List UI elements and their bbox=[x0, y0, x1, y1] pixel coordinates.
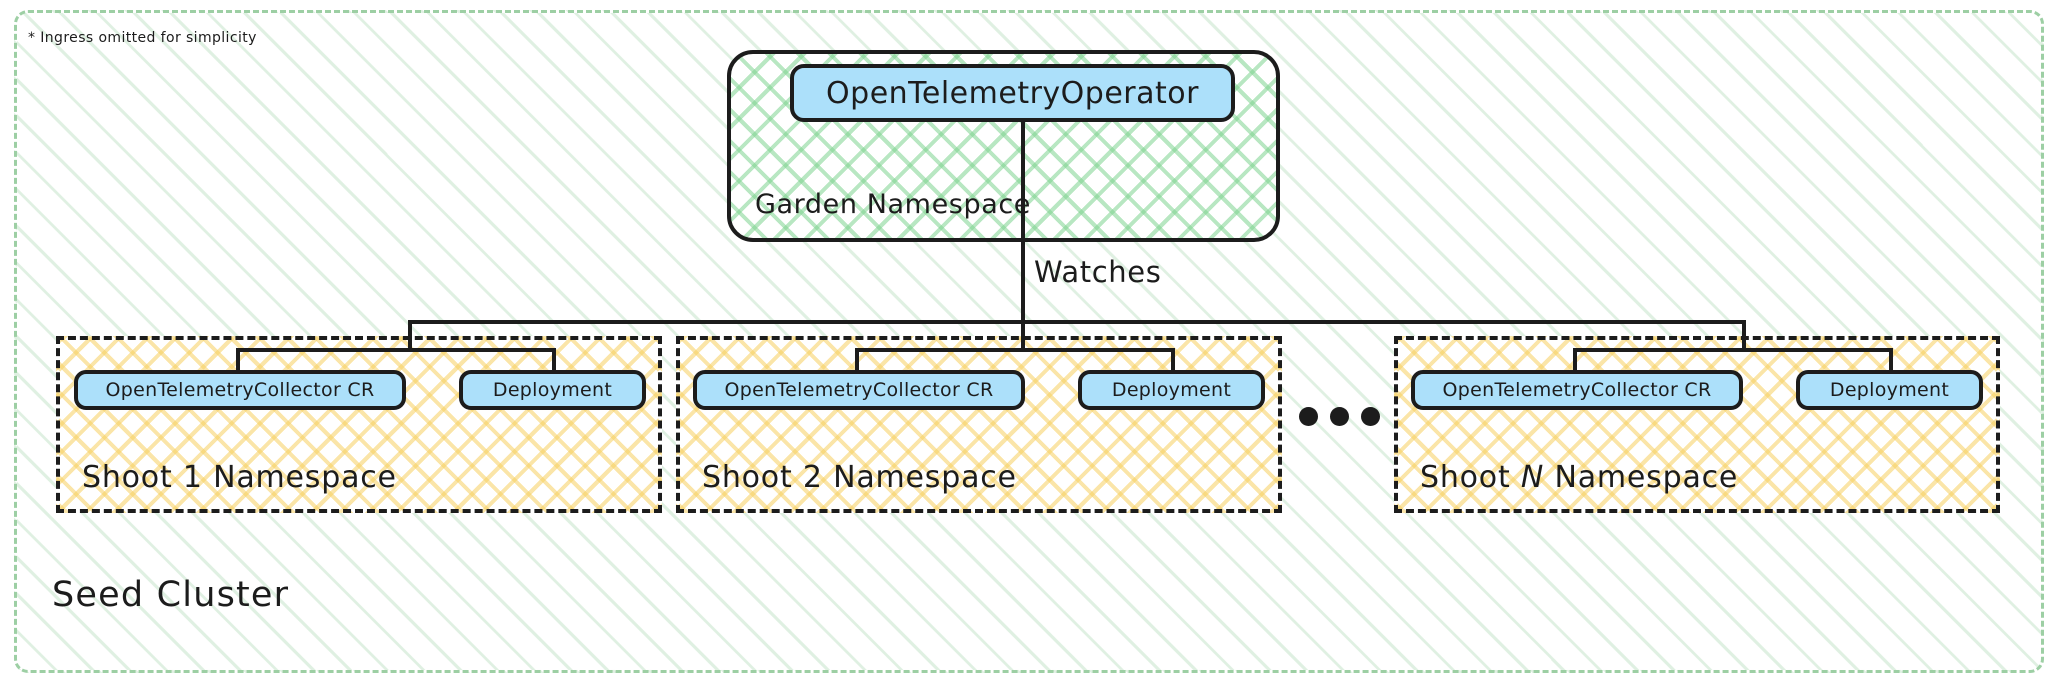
shoot-1-namespace-region: Shoot 1 Namespace bbox=[56, 336, 662, 513]
shoot-n-label-prefix: Shoot bbox=[1420, 460, 1521, 495]
connector-branch-shoot-n-left bbox=[1573, 348, 1577, 374]
ellipsis-dot-2 bbox=[1330, 407, 1349, 426]
connector-operator-trunk bbox=[1021, 122, 1025, 322]
shoot-2-label-index: 2 bbox=[802, 460, 823, 495]
shoot-1-label-index: 1 bbox=[182, 460, 203, 495]
shoot-n-label-suffix: Namespace bbox=[1544, 460, 1739, 495]
shoot-1-node-otel-collector-cr[interactable]: OpenTelemetryCollector CR bbox=[74, 370, 406, 410]
connector-branch-shoot-n bbox=[1573, 348, 1893, 352]
shoot-n-node-deployment[interactable]: Deployment bbox=[1796, 370, 1983, 410]
shoot-1-label-prefix: Shoot bbox=[82, 460, 183, 495]
shoot-1-node-deployment[interactable]: Deployment bbox=[459, 370, 646, 410]
shoot-n-namespace-region: Shoot N Namespace bbox=[1394, 336, 2000, 513]
connector-bus-horizontal bbox=[408, 320, 1746, 324]
connector-branch-shoot-n-right bbox=[1889, 348, 1893, 374]
shoot-n-label-index: N bbox=[1520, 460, 1545, 495]
connector-branch-shoot-1-right bbox=[552, 348, 556, 374]
ellipsis-dot-3 bbox=[1361, 407, 1380, 426]
ellipsis-dot-1 bbox=[1299, 407, 1318, 426]
connector-branch-shoot-2 bbox=[855, 348, 1175, 352]
seed-cluster-label: Seed Cluster bbox=[52, 575, 290, 615]
connector-branch-shoot-1-left bbox=[236, 348, 240, 374]
footnote-ingress-omitted: * Ingress omitted for simplicity bbox=[28, 30, 257, 46]
garden-namespace-label: Garden Namespace bbox=[755, 189, 1032, 220]
connector-drop-shoot-2 bbox=[1021, 320, 1025, 348]
connector-branch-shoot-2-right bbox=[1171, 348, 1175, 374]
shoot-2-label-prefix: Shoot bbox=[702, 460, 803, 495]
shoot-2-node-otel-collector-cr[interactable]: OpenTelemetryCollector CR bbox=[693, 370, 1025, 410]
node-opentelemetry-operator[interactable]: OpenTelemetryOperator bbox=[790, 64, 1235, 122]
connector-label-watches: Watches bbox=[1034, 255, 1162, 289]
shoot-n-node-otel-collector-cr[interactable]: OpenTelemetryCollector CR bbox=[1411, 370, 1743, 410]
ellipsis-more-shoots bbox=[1299, 407, 1380, 426]
connector-branch-shoot-1 bbox=[236, 348, 556, 352]
shoot-2-namespace-region: Shoot 2 Namespace bbox=[676, 336, 1282, 513]
shoot-2-label-suffix: Namespace bbox=[822, 460, 1017, 495]
connector-branch-shoot-2-left bbox=[855, 348, 859, 374]
shoot-1-namespace-label: Shoot 1 Namespace bbox=[82, 460, 397, 495]
shoot-2-namespace-label: Shoot 2 Namespace bbox=[702, 460, 1017, 495]
shoot-2-node-deployment[interactable]: Deployment bbox=[1078, 370, 1265, 410]
connector-drop-shoot-n bbox=[1742, 320, 1746, 348]
shoot-1-label-suffix: Namespace bbox=[202, 460, 397, 495]
connector-drop-shoot-1 bbox=[408, 320, 412, 348]
shoot-n-namespace-label: Shoot N Namespace bbox=[1420, 460, 1738, 495]
